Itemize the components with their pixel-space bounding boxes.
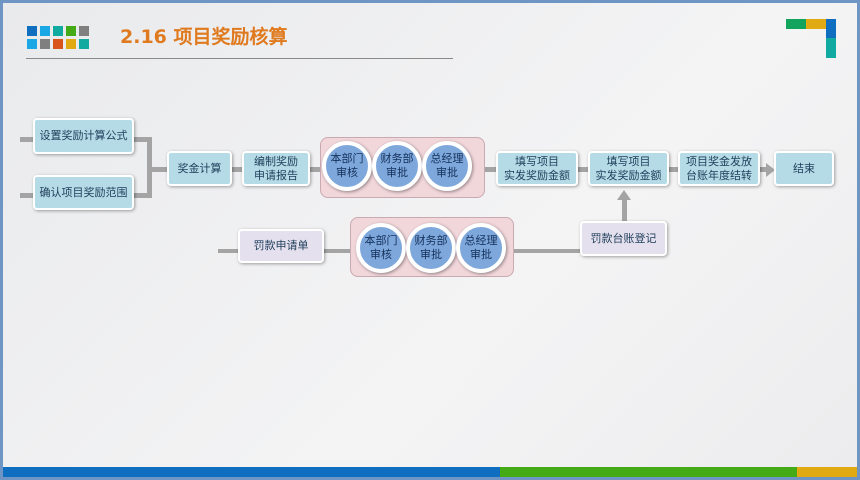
connector bbox=[20, 193, 34, 198]
step-label: 编制奖励 bbox=[254, 154, 298, 168]
arrow-connector bbox=[759, 167, 768, 172]
approval-label: 总经理 bbox=[430, 152, 464, 165]
step-label: 罚款台账登记 bbox=[590, 231, 657, 245]
connector bbox=[484, 167, 498, 172]
step-fill-amount-2[interactable]: 填写项目实发奖励金额 bbox=[588, 151, 669, 186]
step-label: 罚款申请单 bbox=[253, 239, 309, 252]
step-label: 台账年度结转 bbox=[686, 168, 752, 182]
title-divider bbox=[26, 58, 453, 59]
approval-label: 总经理 bbox=[464, 234, 498, 247]
step-label: 申请报告 bbox=[254, 168, 298, 182]
step-ledger[interactable]: 项目奖金发放台账年度结转 bbox=[678, 151, 760, 186]
arrow-head-icon bbox=[766, 163, 775, 177]
step-confirm-scope[interactable]: 确认项目奖励范围 bbox=[33, 175, 134, 210]
step-label: 奖金计算 bbox=[177, 161, 222, 175]
approval-label: 审核 bbox=[336, 166, 358, 179]
approval-finance[interactable]: 财务部审批 bbox=[372, 141, 422, 191]
approval-gm[interactable]: 总经理审批 bbox=[422, 141, 472, 191]
connector bbox=[150, 167, 169, 172]
step-label: 结束 bbox=[793, 161, 815, 175]
step-end[interactable]: 结束 bbox=[774, 151, 834, 186]
step-label: 填写项目 bbox=[606, 154, 651, 168]
step-report[interactable]: 编制奖励申请报告 bbox=[242, 151, 310, 186]
step-set-formula[interactable]: 设置奖励计算公式 bbox=[33, 118, 134, 154]
connector bbox=[20, 137, 34, 142]
approval-finance[interactable]: 财务部审批 bbox=[406, 223, 456, 273]
approval-label: 本部门 bbox=[330, 152, 364, 165]
approval-label: 审批 bbox=[470, 248, 492, 261]
connector bbox=[218, 249, 240, 253]
connector bbox=[133, 137, 152, 142]
connector bbox=[230, 167, 244, 172]
arrow-connector bbox=[622, 200, 627, 223]
approval-label: 审批 bbox=[386, 166, 408, 179]
connector bbox=[322, 249, 351, 253]
step-label: 项目奖金发放 bbox=[686, 154, 752, 168]
step-fill-amount-1[interactable]: 填写项目实发奖励金额 bbox=[496, 151, 578, 186]
approval-dept[interactable]: 本部门审核 bbox=[356, 223, 406, 273]
step-calc-bonus[interactable]: 奖金计算 bbox=[167, 151, 232, 186]
step-label: 设置奖励计算公式 bbox=[39, 129, 128, 142]
step-label: 实发奖励金额 bbox=[504, 168, 570, 182]
connector bbox=[577, 167, 590, 172]
approval-label: 审批 bbox=[420, 248, 442, 261]
approval-label: 财务部 bbox=[380, 152, 414, 165]
approval-label: 审批 bbox=[436, 166, 458, 179]
connector bbox=[309, 167, 321, 172]
approval-gm[interactable]: 总经理审批 bbox=[456, 223, 506, 273]
step-penalty-ledger[interactable]: 罚款台账登记 bbox=[580, 221, 667, 256]
connector bbox=[667, 167, 680, 172]
approval-label: 审核 bbox=[370, 248, 392, 261]
connector bbox=[133, 193, 152, 198]
connector bbox=[147, 137, 152, 198]
arrow-up-icon bbox=[617, 190, 631, 200]
page-title: 2.16 项目奖励核算 bbox=[120, 26, 288, 48]
step-label: 填写项目 bbox=[515, 154, 559, 168]
approval-label: 财务部 bbox=[414, 234, 448, 247]
step-penalty-form[interactable]: 罚款申请单 bbox=[238, 229, 324, 263]
approval-dept[interactable]: 本部门审核 bbox=[322, 141, 372, 191]
approval-label: 本部门 bbox=[364, 234, 398, 247]
step-label: 确认项目奖励范围 bbox=[39, 185, 128, 199]
connector bbox=[513, 249, 581, 253]
step-label: 实发奖励金额 bbox=[595, 168, 662, 182]
